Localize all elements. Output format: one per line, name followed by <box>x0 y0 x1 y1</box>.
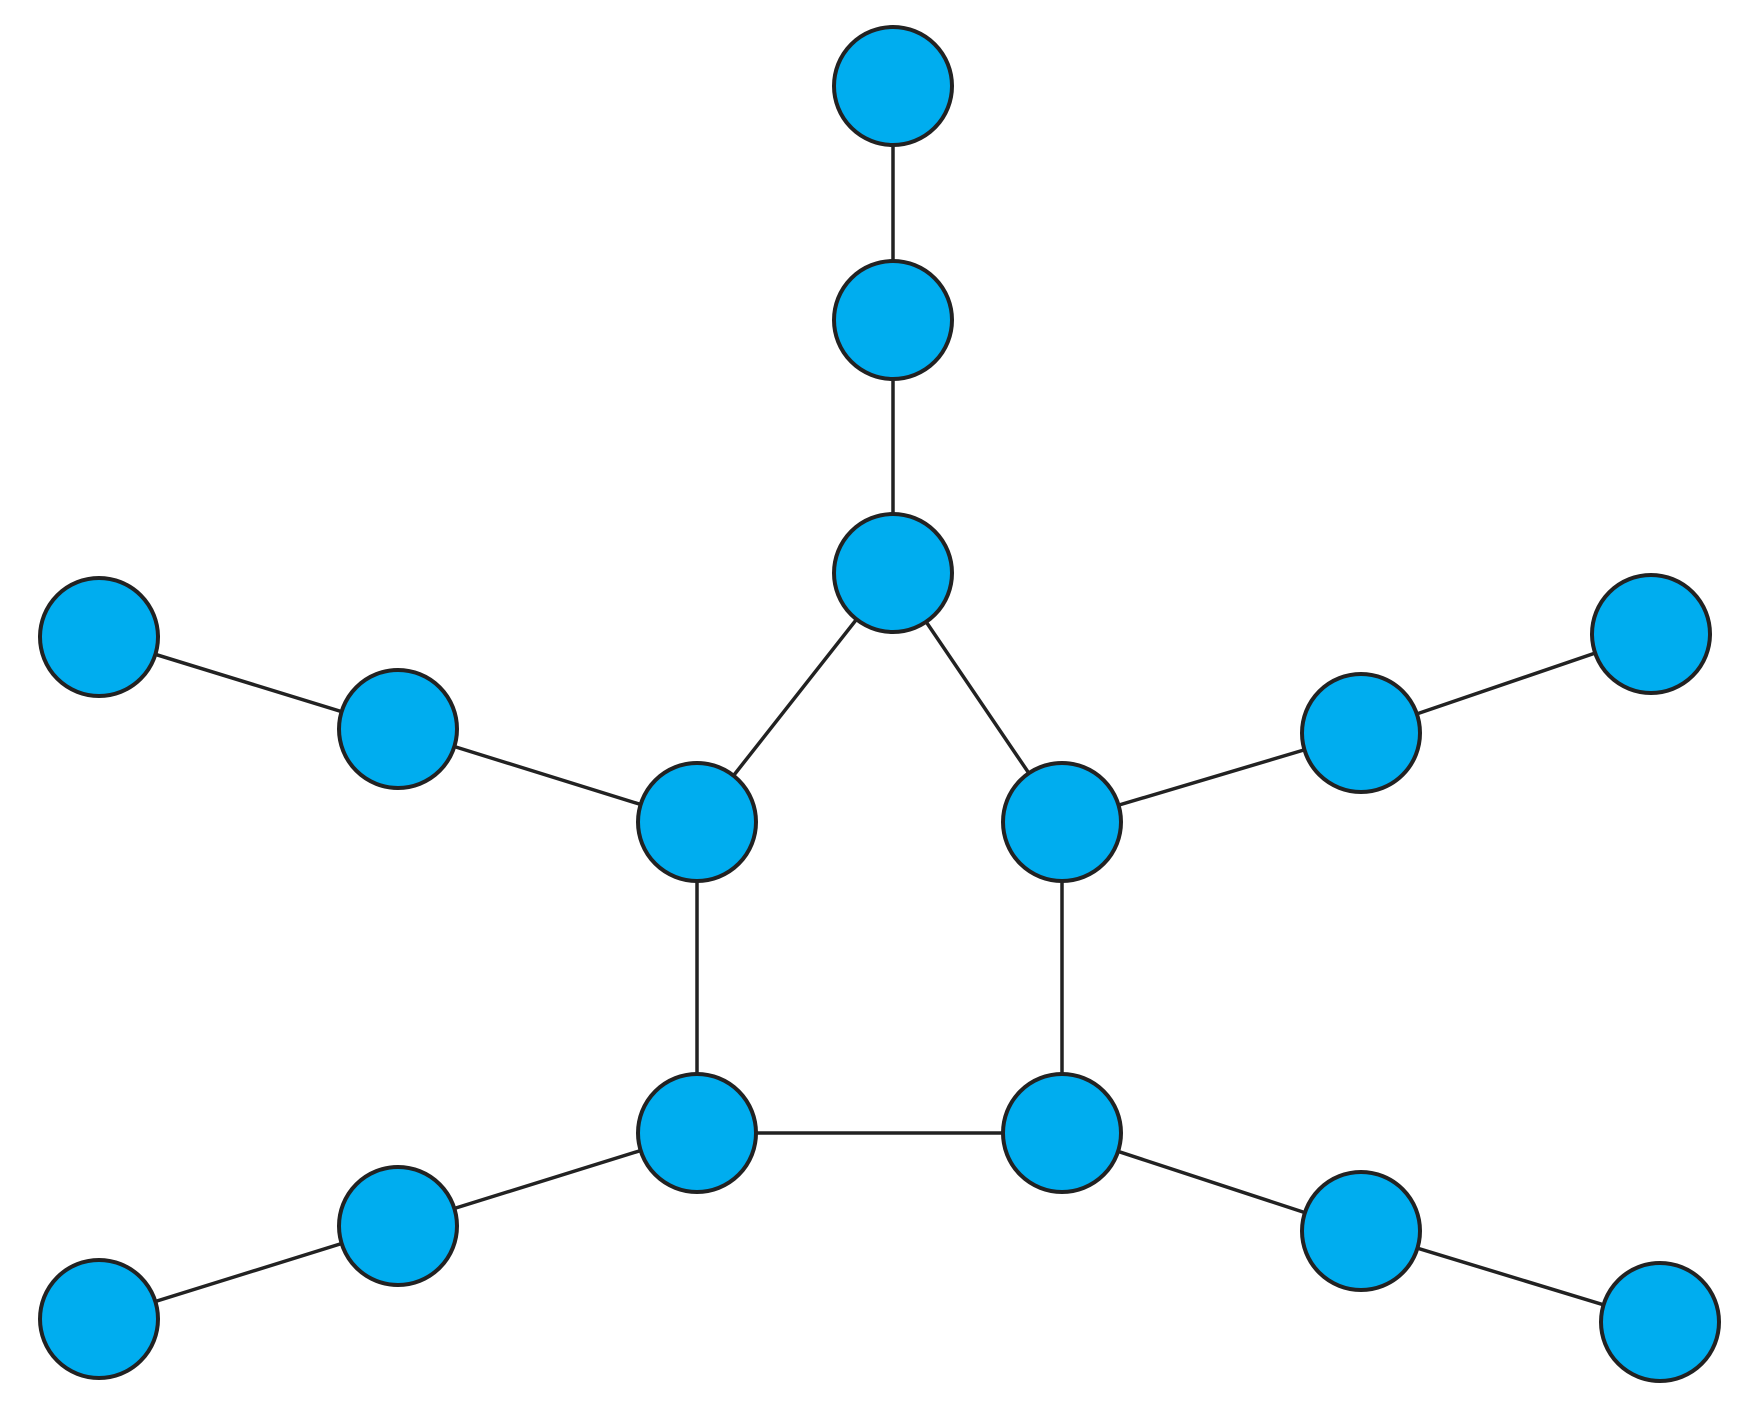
node-ring-right <box>1001 761 1123 883</box>
node-ring-left <box>636 761 758 883</box>
node-ring-bottom-left <box>636 1072 758 1194</box>
node-upper <box>832 259 954 381</box>
node-bottom-left-far <box>38 1258 160 1380</box>
nodes-layer <box>38 25 1721 1383</box>
node-bottom-left-mid <box>337 1165 459 1287</box>
node-left-far <box>38 576 160 698</box>
node-apex <box>832 512 954 634</box>
node-ring-bottom-right <box>1001 1072 1123 1194</box>
node-bottom-right-far <box>1599 1261 1721 1383</box>
node-right-far <box>1590 573 1712 695</box>
node-top <box>832 25 954 147</box>
node-left-mid <box>337 668 459 790</box>
node-bottom-right-mid <box>1300 1170 1422 1292</box>
node-right-mid <box>1300 672 1422 794</box>
